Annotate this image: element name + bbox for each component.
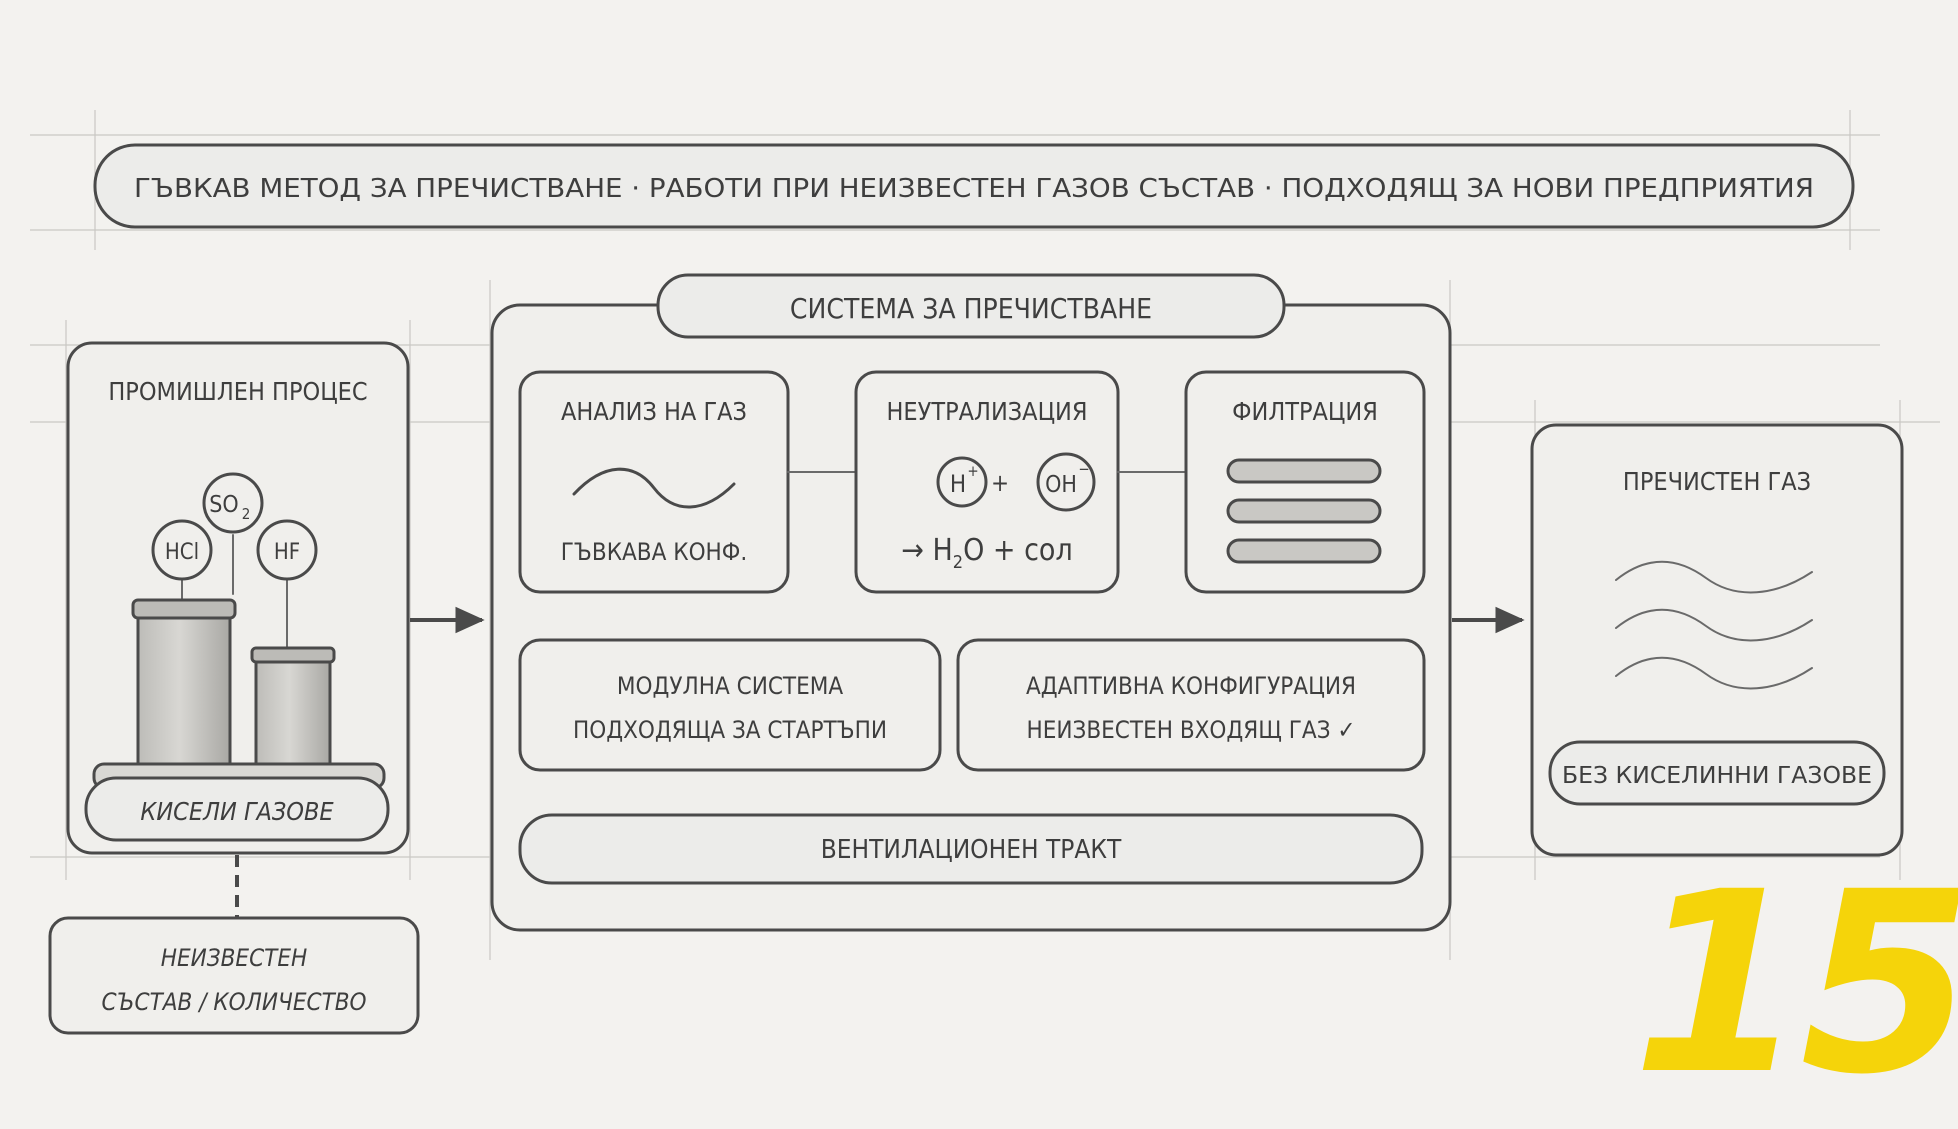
oh-ion: OH	[1045, 472, 1077, 498]
analysis-title: АНАЛИЗ НА ГАЗ	[561, 397, 747, 426]
so2-label: SO	[209, 492, 238, 518]
svg-text:H: H	[950, 470, 966, 498]
adaptive-line2: НЕИЗВЕСТЕН ВХОДЯЩ ГАЗ ✓	[1026, 716, 1355, 744]
page-number: 15	[1632, 838, 1958, 1129]
purified-gas-box: ПРЕЧИСТЕН ГАЗ БЕЗ КИСЕЛИННИ ГАЗОВЕ	[1530, 423, 1904, 857]
modular-system-module: МОДУЛНА СИСТЕМА ПОДХОДЯЩА ЗА СТАРТЪПИ	[518, 638, 942, 772]
process-title: ПРОМИШЛЕН ПРОЦЕС	[108, 377, 367, 406]
hf-bubble: HF	[256, 519, 318, 649]
filtration-title: ФИЛТРАЦИЯ	[1232, 397, 1378, 426]
adaptive-config-module: АДАПТИВНА КОНФИГУРАЦИЯ НЕИЗВЕСТЕН ВХОДЯЩ…	[956, 638, 1426, 772]
acid-gases-label: КИСЕЛИ ГАЗОВЕ	[140, 797, 334, 826]
svg-text:SO: SO	[209, 492, 238, 518]
so2-subscript: 2	[242, 505, 251, 523]
modular-line2: ПОДХОДЯЩА ЗА СТАРТЪПИ	[573, 716, 887, 744]
so2-bubble: SO 2	[202, 472, 264, 595]
ventilation-tract: ВЕНТИЛАЦИОНЕН ТРАКТ	[518, 813, 1424, 885]
neutralization-module: НЕУТРАЛИЗАЦИЯ H + + OH − → H2O + сол	[854, 370, 1120, 594]
filter-layers-icon	[1226, 458, 1382, 564]
analysis-subtitle: ГЪВКАВА КОНФ.	[561, 538, 748, 566]
clean-air-waves-icon	[1615, 560, 1813, 690]
hcl-label: HCl	[165, 540, 199, 565]
output-title: ПРЕЧИСТЕН ГАЗ	[1623, 467, 1811, 496]
hf-label: HF	[274, 540, 300, 565]
neutralization-title: НЕУТРАЛИЗАЦИЯ	[887, 397, 1088, 426]
industrial-process-box: ПРОМИШЛЕН ПРОЦЕС SO 2 HCl HF	[66, 341, 410, 855]
wave-icon	[572, 467, 736, 509]
unknown-line2: СЪСТАВ / КОЛИЧЕСТВО	[101, 988, 366, 1016]
banner: ГЪВКАВ МЕТОД ЗА ПРЕЧИСТВАНЕ · РАБОТИ ПРИ…	[93, 143, 1855, 229]
h-ion: H	[950, 470, 966, 498]
banner-text: ГЪВКАВ МЕТОД ЗА ПРЕЧИСТВАНЕ · РАБОТИ ПРИ…	[134, 174, 1814, 204]
output-label: БЕЗ КИСЕЛИННИ ГАЗОВЕ	[1562, 763, 1872, 789]
unknown-composition-box: НЕИЗВЕСТЕН СЪСТАВ / КОЛИЧЕСТВО	[48, 916, 420, 1035]
adaptive-line1: АДАПТИВНА КОНФИГУРАЦИЯ	[1026, 672, 1356, 700]
unknown-line1: НЕИЗВЕСТЕН	[161, 944, 307, 972]
ion-plus: +	[991, 469, 1009, 497]
system-title: СИСТЕМА ЗА ПРЕЧИСТВАНЕ	[790, 292, 1152, 325]
reaction-result: → H2O + сол	[901, 533, 1072, 573]
diagram-canvas: ГЪВКАВ МЕТОД ЗА ПРЕЧИСТВАНЕ · РАБОТИ ПРИ…	[30, 110, 1940, 1035]
filtration-module: ФИЛТРАЦИЯ	[1184, 370, 1426, 594]
h-ion-charge: +	[967, 462, 978, 480]
oh-ion-charge: −	[1078, 460, 1089, 478]
modular-line1: МОДУЛНА СИСТЕМА	[617, 672, 844, 700]
svg-text:OH: OH	[1045, 472, 1077, 498]
gas-analysis-module: АНАЛИЗ НА ГАЗ ГЪВКАВА КОНФ.	[518, 370, 790, 594]
vent-label: ВЕНТИЛАЦИОНЕН ТРАКТ	[821, 835, 1122, 865]
hcl-bubble: HCl	[151, 519, 213, 601]
purification-system-box: СИСТЕМА ЗА ПРЕЧИСТВАНЕ АНАЛИЗ НА ГАЗ ГЪВ…	[490, 273, 1452, 932]
